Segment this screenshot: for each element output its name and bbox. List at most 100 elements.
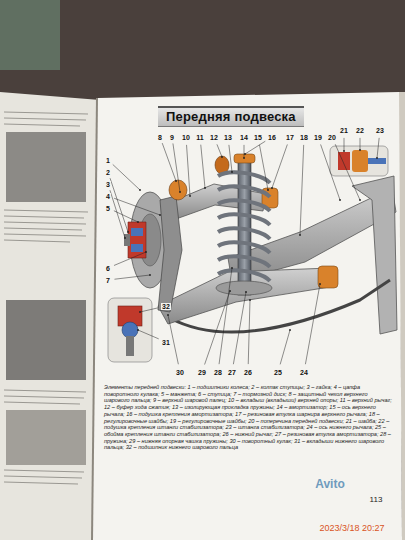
page-number: 113 [369, 496, 384, 504]
leader-line [219, 268, 232, 364]
leader-dot [145, 251, 147, 253]
leader-line [259, 145, 268, 190]
leader-line [377, 138, 379, 158]
spring-seat [216, 281, 272, 295]
spring-coil [218, 256, 270, 267]
cushion [352, 150, 368, 172]
callout-number: 7 [105, 277, 111, 284]
leader-line [201, 145, 205, 188]
leader-line [244, 145, 245, 158]
leader-line [217, 144, 222, 157]
leader-line [248, 300, 250, 364]
leader-dot [139, 189, 141, 191]
coil-spring [218, 172, 270, 281]
leader-dot [376, 157, 378, 159]
leader-line [300, 145, 304, 235]
watermark: Avito [314, 478, 346, 490]
callout-number: 30 [175, 369, 185, 376]
callout-number: 16 [267, 134, 277, 141]
washer [338, 152, 350, 170]
spring-coil [218, 172, 270, 183]
leader-dot [245, 291, 247, 293]
wheel-bearing [131, 228, 143, 236]
leader-line [245, 141, 265, 154]
caption: Элементы передней подвески: 1 – подшипни… [104, 384, 394, 451]
left-page [0, 92, 100, 540]
callout-number: 26 [243, 369, 253, 376]
leader-dot [231, 171, 233, 173]
leader-line [335, 144, 360, 200]
leader-dot [267, 189, 269, 191]
leader-line [305, 284, 320, 364]
left-page-photo [6, 410, 86, 465]
leader-line [140, 308, 158, 312]
leader-dot [149, 274, 151, 276]
leader-line [344, 138, 345, 151]
leader-dot [189, 195, 191, 197]
callout-number: 21 [339, 127, 349, 134]
leader-line [114, 198, 160, 215]
bar-end [368, 158, 386, 164]
callout-number: 27 [227, 369, 237, 376]
leader-line [321, 144, 340, 200]
leader-line [114, 275, 150, 279]
callout-number: 22 [355, 127, 365, 134]
leader-dot [299, 234, 301, 236]
leader-dot [244, 153, 246, 155]
callout-number: 9 [169, 134, 175, 141]
callout-number: 28 [213, 369, 223, 376]
leader-dot [139, 311, 141, 313]
title-banner: Передняя подвеска [158, 106, 304, 127]
inset-view [330, 146, 388, 176]
leader-line [229, 145, 232, 172]
ball-pin [122, 322, 138, 338]
leader-line [233, 292, 246, 364]
callout-number: 18 [299, 134, 309, 141]
bushing [318, 266, 338, 288]
spring-coil [218, 214, 270, 225]
leader-dot [175, 180, 177, 182]
leader-line [110, 178, 128, 232]
callout-number: 19 [313, 134, 323, 141]
callout-number: 2 [105, 169, 111, 176]
callout-number: 17 [285, 134, 295, 141]
leader-dot [339, 199, 341, 201]
callout-number: 20 [327, 134, 337, 141]
leader-dot [319, 283, 321, 285]
left-page-text [4, 112, 88, 484]
leader-dot [124, 237, 126, 239]
inset-view [108, 298, 152, 362]
shock-cushion [234, 154, 255, 163]
leader-dot [167, 314, 169, 316]
callout-number: 5 [105, 205, 111, 212]
spring-coil [218, 228, 270, 239]
callout-number: 11 [195, 134, 204, 141]
callout-number: 12 [209, 134, 219, 141]
leader-dot [127, 231, 129, 233]
wheel-bearing [131, 244, 143, 252]
callout-number: 23 [375, 127, 385, 134]
leader-line [272, 144, 287, 188]
leader-line [114, 252, 146, 265]
spring-coil [218, 242, 270, 253]
callout-number: 25 [273, 369, 283, 376]
steering-knuckle [158, 196, 182, 312]
leader-dot [137, 221, 139, 223]
leader-line [162, 143, 176, 181]
spring-coil [218, 186, 270, 197]
leader-dot [221, 156, 223, 158]
leader-dot [204, 187, 206, 189]
callout-number: 13 [223, 134, 233, 141]
leader-line [110, 190, 125, 238]
hub-cutaway [128, 222, 146, 258]
hub-cap [124, 234, 130, 246]
callout-number: 31 [161, 339, 171, 346]
leader-line [205, 291, 230, 365]
callout-number: 4 [105, 193, 111, 200]
callout-number: 15 [253, 134, 263, 141]
leader-line [113, 164, 140, 190]
spring-coil [218, 200, 270, 211]
leader-dot [179, 191, 181, 193]
